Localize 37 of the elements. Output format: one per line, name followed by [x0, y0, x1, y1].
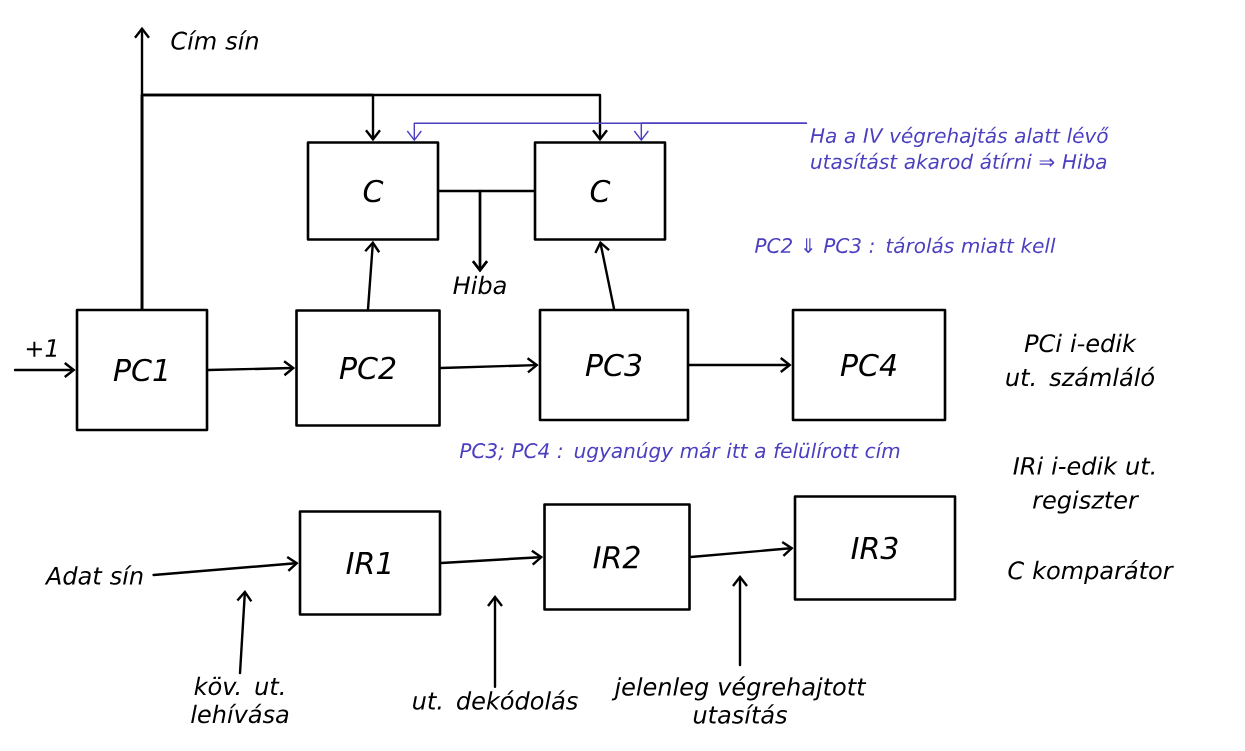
- handwritten-label: Hiba: [453, 275, 506, 295]
- leader-arrow: [732, 575, 748, 667]
- arrow: [689, 540, 794, 559]
- arrow: [633, 122, 808, 142]
- leader-arrow: [236, 590, 253, 675]
- handwritten-label: ut. dekódolás: [413, 690, 578, 710]
- legend-text: C komparátor: [1008, 559, 1174, 585]
- note-text: Ha a IV végrehajtás alatt lévő utasítást akarod átírni ⇒ Hiba: [810, 126, 1109, 170]
- leader-arrow: [487, 595, 503, 688]
- block-box: IR1: [298, 510, 442, 616]
- arrow: [594, 240, 616, 310]
- note-text: PC2 ⇓ PC3 : tárolás miatt kell: [755, 236, 1056, 254]
- block-box: PC4: [791, 308, 947, 422]
- handwritten-label: Adat sín: [44, 565, 143, 585]
- block-box: C: [306, 141, 440, 241]
- arrow: [440, 549, 544, 566]
- block-box: IR2: [543, 503, 691, 611]
- handwritten-label: jelenleg végrehajtott utasítás: [611, 676, 867, 724]
- arrow: [152, 555, 299, 577]
- legend-text: IRi i-edik ut. regiszter: [1013, 456, 1155, 514]
- handwritten-label: Cím sín: [171, 30, 258, 50]
- arrow: [13, 362, 76, 378]
- arrow: [472, 189, 535, 273]
- handwritten-label: köv. ut. lehívása: [191, 676, 289, 724]
- block-box: PC2: [295, 309, 441, 427]
- block-box: IR3: [793, 495, 957, 601]
- arrow: [688, 357, 792, 373]
- block-box: PC3: [538, 308, 690, 422]
- edge-label: +1: [26, 339, 57, 357]
- block-box: C: [533, 141, 667, 241]
- arrow: [207, 360, 296, 377]
- block-box: PC1: [75, 308, 209, 432]
- note-text: PC3; PC4 : ugyanúgy már itt a felülírott cím: [459, 441, 900, 463]
- arrow: [364, 240, 381, 311]
- arrow: [140, 93, 608, 310]
- arrow: [439, 357, 539, 374]
- legend-text: PCi i-edik ut. számláló: [1006, 333, 1155, 387]
